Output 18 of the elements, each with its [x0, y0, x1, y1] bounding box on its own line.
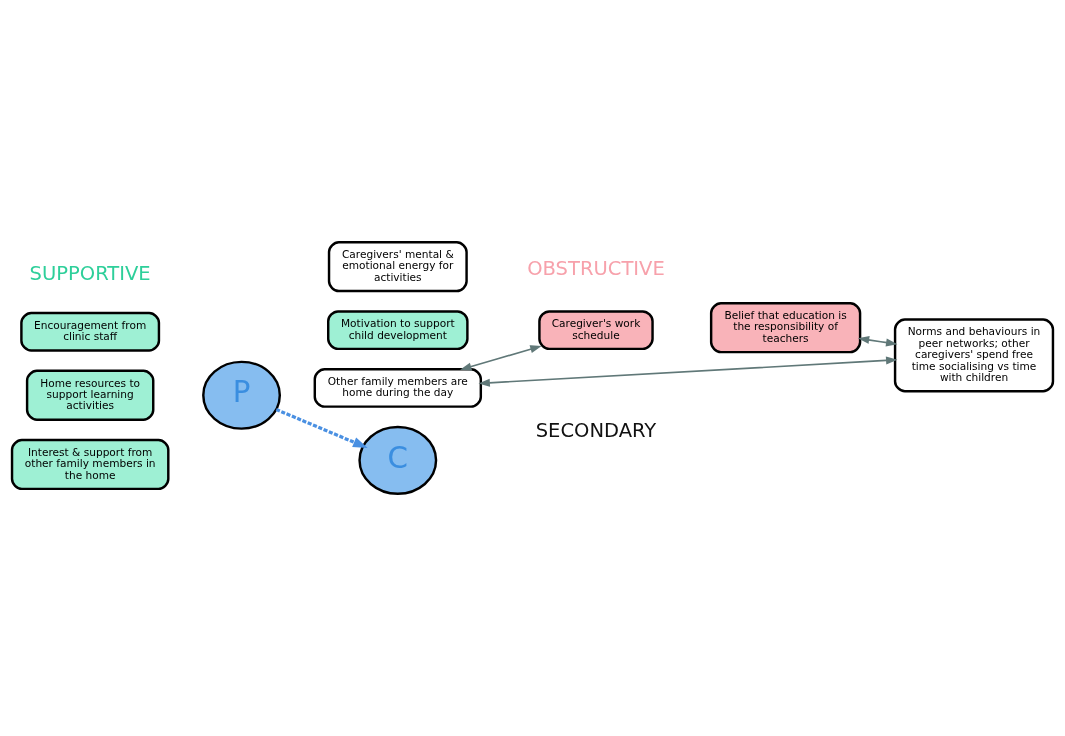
node-box: Other family members are home during the day [313, 368, 483, 408]
node-box: Interest & support from other family members in the home [10, 438, 170, 491]
node-box: Home resources to support learning activities [25, 369, 155, 421]
arrow [460, 345, 542, 371]
label: OBSTRUCTIVE [527, 256, 665, 280]
node-ellipse: P [202, 360, 282, 430]
node-box: Caregivers' mental & emotional energy for activities [327, 241, 468, 293]
node-box: Encouragement from clinic staff [20, 311, 161, 352]
label: SUPPORTIVE [29, 261, 151, 285]
arrow [478, 356, 898, 387]
node-ellipse: C [358, 425, 438, 495]
node-box: Caregiver's work schedule [538, 310, 654, 351]
node-box: Motivation to support child development [327, 310, 469, 351]
arrow [275, 408, 368, 449]
node-box: Norms and behaviours in peer networks; other caregivers' spend free time socialising vs time with children [893, 318, 1055, 393]
arrow [857, 336, 898, 347]
label: SECONDARY [535, 418, 657, 442]
node-box: Belief that education is the responsibility of teachers [709, 302, 862, 354]
